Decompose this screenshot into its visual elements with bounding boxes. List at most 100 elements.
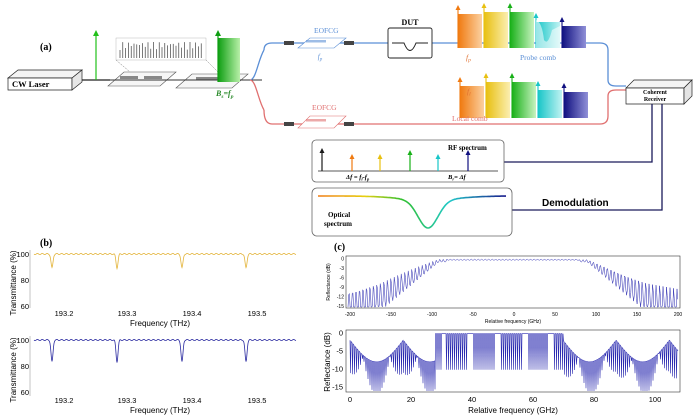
- svg-text:50: 50: [552, 312, 558, 318]
- split-upper: [249, 49, 265, 81]
- c-top-ylabel: Reflectance (dB): [326, 263, 332, 301]
- optical-label-1: Optical: [328, 211, 350, 219]
- svg-text:60: 60: [529, 395, 537, 404]
- b-bottom-xlabel: Frequency (THz): [130, 406, 190, 415]
- svg-text:20: 20: [407, 395, 415, 404]
- probe-comb: [455, 3, 586, 48]
- panel-b-label: (b): [40, 238, 52, 249]
- c-bottom-series: [349, 333, 679, 392]
- b-top-xlabel: Frequency (THz): [130, 319, 190, 328]
- cw-laser-label: CW Laser: [12, 79, 50, 89]
- b-bottom-xtick-4: 193.5: [248, 396, 267, 405]
- b-bottom-ytick-100: 100: [16, 336, 29, 345]
- comb-segment: [512, 82, 536, 118]
- delta-f-label: Δf = fl-fp: [345, 174, 370, 182]
- b-top-xtick-3: 193.4: [183, 309, 202, 318]
- svg-text:-5: -5: [336, 347, 343, 356]
- comb-segment: [484, 12, 508, 48]
- svg-text:-9: -9: [340, 285, 345, 291]
- local-comb: [457, 73, 588, 118]
- b-bottom-ytick-80: 80: [21, 362, 29, 371]
- comb-segment: [458, 14, 482, 48]
- cw-laser-box: CW Laser: [7, 69, 83, 91]
- svg-text:-200: -200: [345, 312, 355, 318]
- panel-c-label: (c): [334, 242, 345, 253]
- receiver-label-1: Coherent: [643, 90, 667, 96]
- seed-modulator: [107, 71, 178, 87]
- svg-text:0: 0: [339, 329, 343, 338]
- dense-spectrum-inset: [115, 37, 219, 73]
- probe-comb-label: Probe comb: [520, 53, 556, 62]
- dut-box: DUT: [387, 18, 433, 59]
- eofcg-top-label: EOFCG: [314, 26, 339, 35]
- b-bottom-xtick-3: 193.4: [183, 396, 202, 405]
- b-top-xtick-2: 193.3: [118, 309, 137, 318]
- comb-segment: [564, 92, 588, 118]
- svg-text:100: 100: [592, 312, 601, 318]
- bandwidth-label: Bs=fp: [215, 89, 234, 100]
- panel-b-top-plot: Transmittance (%) 100 80 60 193.2 193.3 …: [9, 250, 297, 328]
- b-bottom-xtick-2: 193.3: [118, 396, 137, 405]
- rf-spectrum-label: RF spectrum: [448, 144, 487, 152]
- b-top-ylabel: Transmittance (%): [9, 250, 18, 315]
- eofcg-bottom-label: EOFCG: [312, 103, 337, 112]
- c-bottom-ylabel: Reflectance (dB): [323, 332, 332, 392]
- svg-text:-12: -12: [337, 295, 344, 301]
- comb-segment: [460, 86, 484, 118]
- svg-text:0: 0: [513, 312, 516, 318]
- local-path: EOFCG: [263, 89, 626, 129]
- split-lower: [249, 79, 265, 111]
- b-top-xtick-1: 193.2: [55, 309, 74, 318]
- svg-text:80: 80: [590, 395, 598, 404]
- b-bottom-xtick-1: 193.2: [55, 396, 74, 405]
- rf-spectrum-box: RF spectrum Δf = fl-fp Br= Δf: [311, 139, 505, 183]
- panel-b-bottom-plot: Transmittance (%) 100 80 60 193.2 193.3 …: [9, 336, 297, 415]
- b-bottom-ytick-60: 60: [21, 388, 29, 397]
- fp-label: fp: [466, 53, 471, 64]
- svg-text:-3: -3: [340, 266, 345, 272]
- svg-text:0: 0: [348, 395, 352, 404]
- panel-a: (a) CW Laser: [7, 3, 693, 237]
- svg-text:100: 100: [649, 395, 662, 404]
- receiver-label-2: Receiver: [644, 97, 667, 103]
- comb-segment: [486, 82, 510, 118]
- c-bottom-xlabel: Relative frequency (GHz): [468, 406, 558, 415]
- svg-text:0: 0: [341, 257, 344, 263]
- panel-c-top-plot: Reflectance (dB) 0 -3 -6 -9 -12 -15 -200 -150 -…: [326, 255, 683, 325]
- comb-segment: [562, 26, 586, 48]
- coherent-receiver: Coherent Receiver: [625, 79, 693, 105]
- rf-link: [504, 104, 653, 163]
- panel-c: (c) Reflectance (dB) 0-3-6-9-12-15 -200-…: [323, 242, 682, 415]
- comb-segment: [510, 12, 534, 48]
- br-label: Br= Δf: [447, 174, 467, 182]
- demodulation-label: Demodulation: [542, 198, 609, 209]
- probe-path: EOFCG fp: [263, 26, 626, 87]
- svg-text:-100: -100: [427, 312, 437, 318]
- svg-text:150: 150: [633, 312, 642, 318]
- b-bottom-series: [33, 338, 297, 363]
- b-top-ytick-80: 80: [21, 276, 29, 285]
- local-comb-label: Local comb: [452, 114, 488, 123]
- seed-comb: Bs=fp: [215, 30, 240, 100]
- dut-label: DUT: [402, 18, 420, 27]
- eofcg-top-sub: fp: [318, 53, 323, 63]
- svg-text:-15: -15: [337, 304, 344, 310]
- svg-text:-150: -150: [386, 312, 396, 318]
- svg-text:200: 200: [674, 312, 683, 318]
- svg-text:-50: -50: [469, 312, 476, 318]
- b-top-ytick-100: 100: [16, 250, 29, 259]
- b-bottom-ylabel: Transmittance (%): [9, 337, 18, 402]
- svg-text:-10: -10: [332, 365, 343, 374]
- b-top-series: [33, 252, 297, 271]
- svg-text:-15: -15: [332, 383, 343, 392]
- b-top-xtick-4: 193.5: [248, 309, 267, 318]
- svg-text:-6: -6: [340, 276, 345, 282]
- c-top-series: [347, 258, 678, 308]
- optical-label-2: spectrum: [324, 220, 352, 228]
- optical-spectrum-box: Optical spectrum: [311, 187, 513, 237]
- fl-label: fl: [467, 87, 471, 98]
- c-top-xlabel: Relative frequency (GHz): [485, 319, 541, 325]
- panel-b: (b) Transmittance (%) 100 80 60 193.2 19…: [9, 238, 297, 415]
